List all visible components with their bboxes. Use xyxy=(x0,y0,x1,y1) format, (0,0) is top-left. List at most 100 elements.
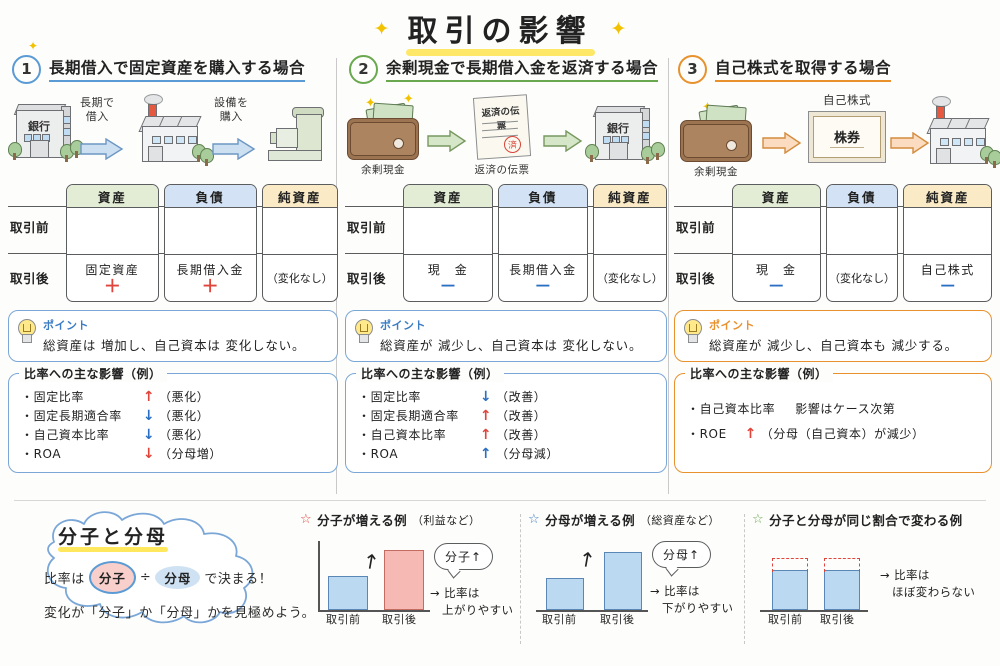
cloud-line-1: 比率は 分子 ÷ 分母 で決まる！ xyxy=(44,561,272,594)
case-1-header: 1 長期借入で固定資産を購入する場合 xyxy=(8,52,338,86)
bar-label-before-2: 取引前 xyxy=(542,613,577,626)
table-header-asset-3: 資産 xyxy=(733,185,820,208)
wallet-cash-icon xyxy=(347,102,419,160)
ratio-note: （分母増） xyxy=(159,447,223,461)
illustration-machine-1 xyxy=(266,106,324,162)
conclusion-1-line2: 上がりやすい xyxy=(442,603,514,618)
bar-after-1 xyxy=(384,550,424,610)
ratio-arrow-icon: ↓ xyxy=(142,445,156,462)
dashed-increment-before-3 xyxy=(772,558,808,572)
arrow-icon-2b xyxy=(543,130,583,152)
section-divider xyxy=(14,500,986,501)
bar-before-3 xyxy=(772,570,808,610)
table-header-liability-3: 負債 xyxy=(826,185,898,208)
table-cell-before-networth-1 xyxy=(262,208,337,255)
chart-y-axis xyxy=(318,541,320,611)
ratio-name: ・自己資本比率 xyxy=(687,402,776,416)
case-1-heading: 長期借入で固定資産を購入する場合 xyxy=(49,56,306,82)
illustration-bank-2: 銀行 xyxy=(585,104,665,164)
ratio-arrow-icon: ↑ xyxy=(479,445,493,462)
trend-arrow-icon-1: ↗ xyxy=(356,546,385,576)
case-1-ratio-box: 比率への主な影響（例） ・固定比率 ↑ （悪化） ・固定長期適合率 ↓ （悪化）… xyxy=(8,365,338,473)
cell-sign-plus: ＋ xyxy=(201,277,219,298)
cloud-title-wrap: 分子と分母 xyxy=(58,522,169,552)
star-icon: ☆ xyxy=(752,512,765,527)
point-label-3: ポイント xyxy=(709,319,755,332)
illustration-slip-2: 返済の伝票 済 返済の伝票 xyxy=(472,94,532,177)
conclusion-2-line1: → 比率は xyxy=(650,584,700,598)
conclusion-2: → 比率は 下がりやすい xyxy=(650,583,733,618)
table-column-networth-3: 純資産 自己株式 － xyxy=(903,184,993,302)
tree-icon xyxy=(200,148,214,166)
sparkle-icon-left: ✦ xyxy=(373,18,390,40)
ratio-arrow-icon: ↑ xyxy=(479,426,493,443)
illustration-wallet-2: ✦ ✦ 余剰現金 xyxy=(347,92,419,177)
example-3-title-row: ☆ 分子と分母が同じ割合で変わる例 xyxy=(752,510,992,529)
table-column-asset-1: 資産 固定資産 ＋ xyxy=(66,184,159,302)
row-label-before-1: 取引前 xyxy=(10,220,50,235)
ratio-arrow-icon: ↑ xyxy=(479,407,493,424)
arrow-1a-line1: 長期で xyxy=(80,96,115,109)
arrow-icon-3b xyxy=(890,132,930,154)
case-number-3: 3 xyxy=(678,54,707,84)
bank-building-icon: 銀行 xyxy=(12,102,71,158)
table-column-networth-1: 純資産 （変化なし） xyxy=(261,184,338,302)
illustration-factory-1 xyxy=(136,94,214,166)
ratio-name: ・固定長期適合率 xyxy=(21,409,122,423)
arrow-icon-2a xyxy=(427,130,467,152)
illustration-factory-3 xyxy=(924,96,1000,168)
row-label-after-1: 取引後 xyxy=(10,271,50,286)
ratio-item: ・ROE ↑ （分母（自己資本）が減少） xyxy=(687,425,981,442)
bubble-1: 分子↑ xyxy=(434,543,494,570)
ratio-item: ・固定長期適合率 ↓ （悪化） xyxy=(21,407,327,424)
chart-x-axis xyxy=(536,610,648,612)
table-cell-before-asset-2 xyxy=(404,208,492,255)
illustration-bank-1: 銀行 xyxy=(8,102,84,162)
ratio-arrow-icon: ↓ xyxy=(142,407,156,424)
cell-sign-plus: ＋ xyxy=(103,277,121,298)
ratio-note: （分母（自己資本）が減少） xyxy=(760,427,925,441)
row-label-before-3: 取引前 xyxy=(676,220,716,235)
certificate-title-3: 自己株式 xyxy=(823,93,871,107)
ratio-note: （改善） xyxy=(496,409,547,423)
wallet-caption-3: 余剰現金 xyxy=(694,166,738,178)
ratio-legend-1: 比率への主な影響（例） xyxy=(19,365,167,382)
columns-container: 1 長期借入で固定資産を購入する場合 銀行 xyxy=(0,52,1000,500)
table-column-asset-2: 資産 現 金 － xyxy=(403,184,493,302)
table-cell-after-liability-2: 長期借入金 － xyxy=(499,255,587,301)
bar-label-before-3: 取引前 xyxy=(768,613,803,626)
row-label-before-2: 取引前 xyxy=(347,220,387,235)
example-3: ☆ 分子と分母が同じ割合で変わる例 取引前 取引後 → 比率は ほぼ変わらない xyxy=(752,510,992,626)
repayment-slip-icon: 返済の伝票 済 xyxy=(472,94,532,160)
case-1-table: 取引前 取引後 資産 固定資産 ＋ 負債 xyxy=(8,184,338,302)
arrow-1b-line2: 購入 xyxy=(219,109,243,123)
case-2-ratio-box: 比率への主な影響（例） ・固定比率 ↓ （改善） ・固定長期適合率 ↑ （改善）… xyxy=(345,365,667,473)
cell-sign-minus: － xyxy=(939,277,957,298)
arrow-1b-line1: 設備を xyxy=(214,96,249,109)
case-2-table: 取引前 取引後 資産 現 金 － 負債 xyxy=(345,184,667,302)
table-cell-after-networth-1: （変化なし） xyxy=(263,255,337,301)
lightbulb-icon xyxy=(683,319,702,343)
table-header-networth-1: 純資産 xyxy=(262,185,337,208)
slip-caption-2: 返済の伝票 xyxy=(474,164,530,176)
case-2-point-box: ポイント 総資産が 減少し、自己資本は 変化しない。 xyxy=(345,310,667,362)
numerator-pill: 分子 xyxy=(88,561,136,594)
arrow-icon-1a xyxy=(80,138,124,160)
table-cell-before-networth-3 xyxy=(904,208,992,255)
table-cell-before-liability-2 xyxy=(498,208,587,255)
table-header-asset-2: 資産 xyxy=(404,185,492,208)
bubble-2: 分母↑ xyxy=(652,541,712,568)
example-3-chart: 取引前 取引後 → 比率は ほぼ変わらない xyxy=(752,537,992,626)
wallet-cash-icon xyxy=(680,104,752,162)
example-divider-1 xyxy=(520,514,521,644)
ratio-name: ・ROA xyxy=(358,447,399,461)
denominator-pill: 分母 xyxy=(155,566,201,589)
case-2-header: 2 余剰現金で長期借入金を返済する場合 xyxy=(345,52,667,86)
cell-text: （変化なし） xyxy=(266,272,333,285)
cell-text: 長期借入金 xyxy=(176,263,244,278)
table-cell-after-networth-2: （変化なし） xyxy=(594,255,666,301)
cloud-line-2: 変化が「分子」か「分母」かを見極めよう。 xyxy=(44,606,316,621)
table-cell-after-asset-2: 現 金 － xyxy=(404,255,492,301)
cloud-title-highlight xyxy=(58,547,169,552)
page-title-area: ✦ 取引の影響 ✦ ✦ xyxy=(0,6,1000,56)
